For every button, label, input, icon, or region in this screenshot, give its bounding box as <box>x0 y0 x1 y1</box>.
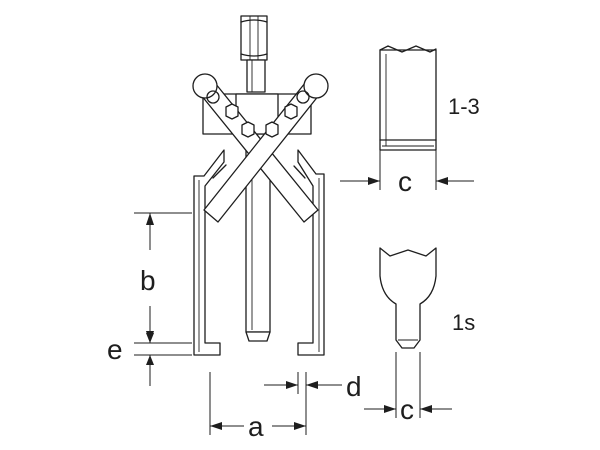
hex-nut-center-left <box>241 121 255 138</box>
jaw-type-1-3: 1-3 <box>379 45 480 151</box>
label-d: d <box>346 371 362 402</box>
dimension-e: e <box>107 328 192 386</box>
left-leg <box>193 149 225 356</box>
scissor-arms <box>192 73 329 223</box>
label-jaw-1s: 1s <box>452 310 475 335</box>
puller-legs <box>193 149 325 356</box>
label-e: e <box>107 334 123 365</box>
hex-nut-left <box>225 103 239 120</box>
label-a: a <box>248 411 264 442</box>
dimension-c-top: c <box>340 150 474 197</box>
jaw-1s-body <box>379 247 437 349</box>
right-leg <box>297 149 325 356</box>
label-c-bottom: c <box>400 394 414 425</box>
spindle-tip <box>245 331 271 342</box>
bolt-hole-right <box>296 90 310 104</box>
label-c-top: c <box>398 166 412 197</box>
label-jaw-1-3: 1-3 <box>448 94 480 119</box>
dimension-d: d <box>264 371 362 402</box>
jaw-type-1s: 1s <box>379 247 475 349</box>
hex-nut-center-right <box>265 121 279 138</box>
dimension-a: a <box>209 372 307 442</box>
dimension-c-bottom: c <box>364 352 452 425</box>
jaw-1-3-body <box>379 49 437 151</box>
bolt-hole-left <box>206 90 220 104</box>
hex-nut-right <box>284 103 298 120</box>
hex-head <box>240 15 268 61</box>
label-b: b <box>140 265 156 296</box>
dimension-b: b <box>134 212 192 343</box>
spindle-shaft-upper <box>246 59 266 93</box>
spindle <box>240 15 268 93</box>
